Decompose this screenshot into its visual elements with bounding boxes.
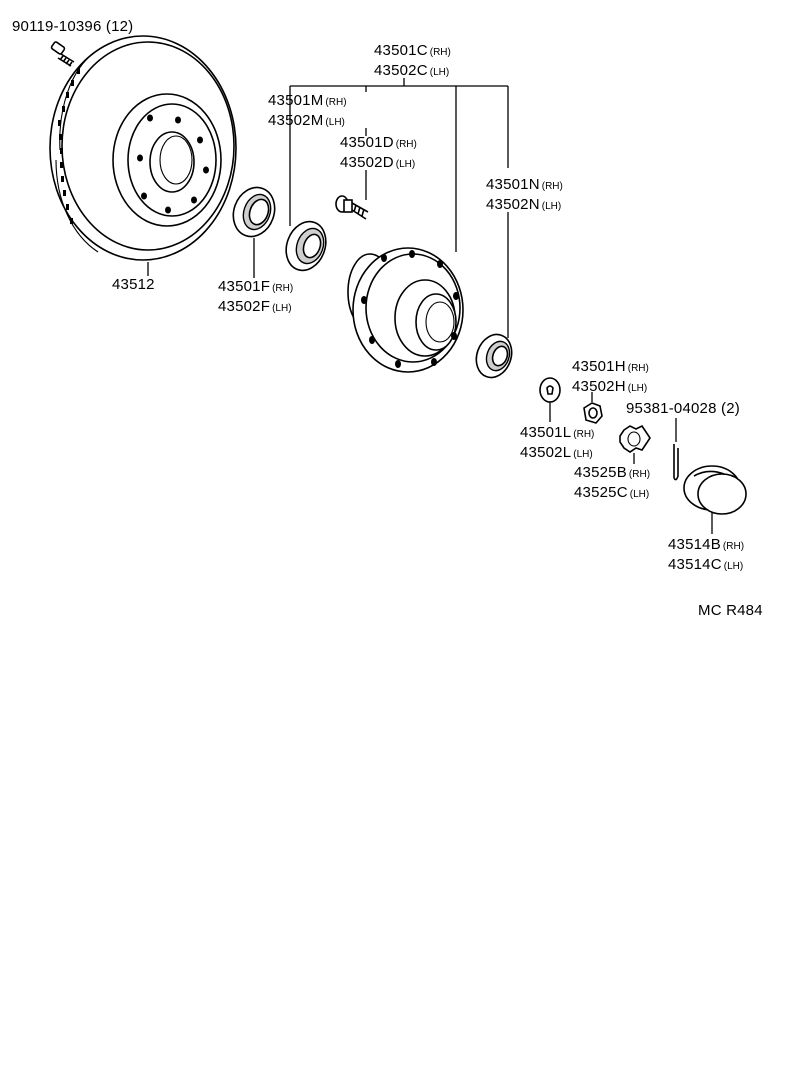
part-number-text: 43501M [268,92,324,109]
side-text: (RH) [573,429,595,440]
part-number-text: 43501L [520,424,572,441]
label-hub-sub-assy: 43501M(RH) 43502M(LH) [268,92,347,132]
side-text: (RH) [541,181,563,192]
label-wheel-stud: 43501D(RH) 43502D(LH) [340,134,417,174]
side-text: (LH) [573,449,593,460]
inner-bearing-part [285,220,327,272]
reference-code: MC R484 [698,602,763,619]
side-text: (RH) [429,47,451,58]
brake-disc-rotor-part [49,35,237,261]
part-number-text: 43502C [374,62,428,79]
part-number-text: 43514B [668,536,721,553]
oil-seal-part [232,186,276,238]
part-number-text: 90119-10396 [12,18,102,35]
part-number-text: 43525B [574,464,627,481]
side-text: (LH) [627,383,648,394]
side-text: (RH) [627,363,649,374]
side-text: (RH) [628,469,651,480]
side-text: (LH) [325,117,345,128]
part-number-text: 43502M [268,112,324,129]
axle-hub-part [347,247,464,373]
part-number-text: 43501N [486,176,540,193]
part-number-text: 43512 [112,276,155,293]
grease-cap-part [683,465,747,515]
part-number-text: 43502H [572,378,626,395]
part-number-text: 43502N [486,196,540,213]
nut-lock-cap-part [619,424,651,453]
label-bolt: 90119-10396 (12) [12,18,133,36]
label-thrust-washer: 43501L(RH) 43502L(LH) [520,424,594,464]
side-text: (LH) [272,303,292,314]
hub-nut-part [583,402,603,424]
label-rotor: 43512 [112,276,155,294]
part-number-text: 43501H [572,358,626,375]
label-hub-assembly: 43501C(RH) 43502C(LH) [374,42,451,82]
side-text: (RH) [272,283,294,294]
label-grease-cap: 43514B(RH) 43514C(LH) [668,536,744,576]
label-hub-nut: 43501H(RH) 43502H(LH) [572,358,649,398]
side-text: (RH) [325,97,347,108]
quantity-text: (2) [721,400,740,417]
side-text: (LH) [541,201,562,212]
outer-bearing-part [475,333,513,379]
part-number-text: 43502L [520,444,572,461]
thrust-washer-part [539,377,561,403]
part-number-text: 43501F [218,278,271,295]
part-number-text: 43502F [218,298,271,315]
part-number-text: 43501C [374,42,428,59]
label-outer-bearing: 43501N(RH) 43502N(LH) [486,176,563,216]
side-text: (LH) [395,159,416,170]
hub-bolt-part [50,41,75,67]
part-number-text: 95381-04028 [626,400,717,417]
side-text: (LH) [629,489,650,500]
side-text: (RH) [722,541,745,552]
part-number-text: 43501D [340,134,394,151]
label-lock-cap: 43525B(RH) 43525C(LH) [574,464,650,504]
part-number-text: 43502D [340,154,394,171]
side-text: (LH) [429,67,450,78]
label-oil-seal: 43501F(RH) 43502F(LH) [218,278,293,318]
hub-assembly-bracket-lines [289,78,509,338]
label-cotter-pin: 95381-04028 (2) [626,400,740,418]
side-text: (RH) [395,139,417,150]
part-number-text: 43514C [668,556,722,573]
part-number-text: 43525C [574,484,628,501]
side-text: (LH) [723,561,744,572]
cotter-pin-part [673,444,679,481]
wheel-stud-part [335,195,369,220]
quantity-text: (12) [105,18,134,35]
